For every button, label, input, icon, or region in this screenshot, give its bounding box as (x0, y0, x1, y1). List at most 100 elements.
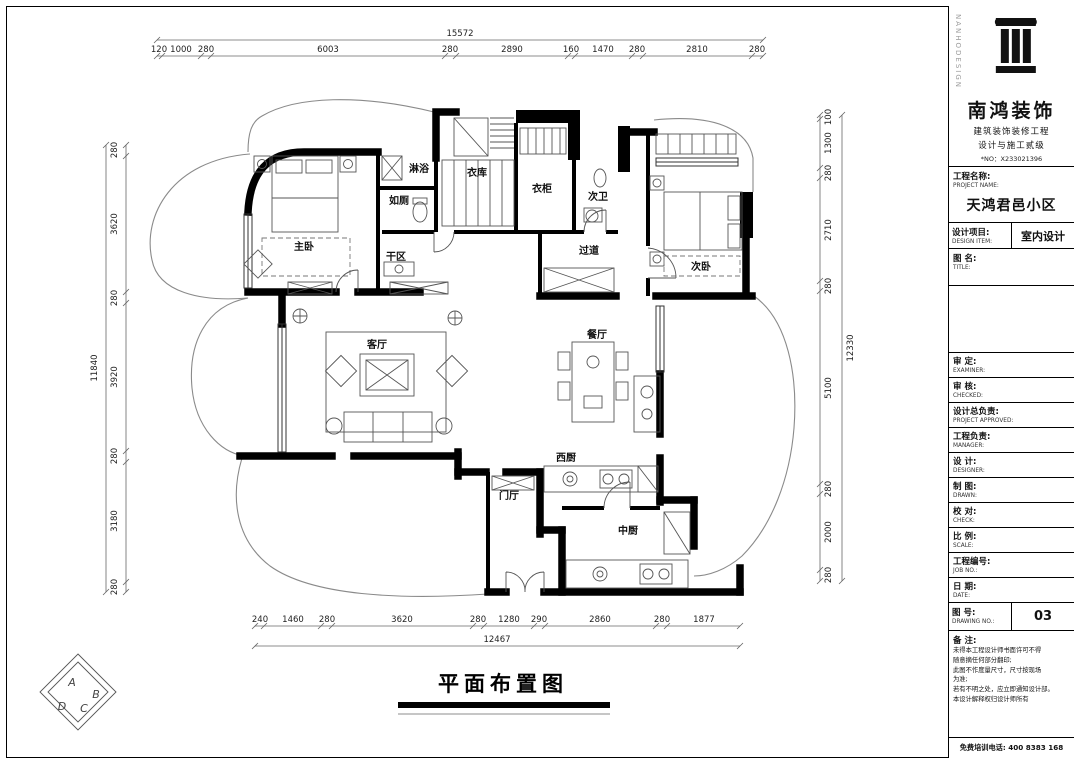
project-name-label: 工程名称: (953, 172, 991, 182)
dim-label: 1877 (693, 615, 715, 625)
exterior-boundary (149, 99, 796, 597)
dim-label: 100 (824, 109, 834, 125)
field-label: 比 例: (953, 532, 977, 542)
field-job-no: 工程编号: JOB NO.: (949, 553, 1074, 578)
brand-block: NANHODESIGN 南鸿装饰 建筑装饰装修工程 设计与施工贰级 *NO：X2… (949, 6, 1074, 167)
corner-logo: A D C B (39, 653, 117, 731)
field-drawing-title: 图 名: TITLE: (949, 249, 1074, 286)
room-label-dining-room: 餐厅 (586, 328, 607, 341)
remark-line: 本设计解释权归设计师所有 (953, 695, 1029, 703)
field-sub: DESIGNER: (953, 468, 985, 474)
dim-label: 6003 (317, 45, 339, 55)
dim-label: 160 (563, 45, 579, 55)
remark-line: 未得本工程设计师书面许可不得 (953, 647, 1042, 654)
walls-partition (376, 123, 660, 592)
drawing-title-sub: TITLE: (953, 265, 971, 271)
room-label-corridor: 过道 (579, 244, 599, 257)
dimension-labels: 15572 120 1000 280 6003 280 2890 160 147… (90, 29, 856, 645)
remark-line: 若有不明之处，应立即通知设计部。 (953, 686, 1054, 693)
dim-label: 11840 (90, 354, 100, 381)
room-label-living-room: 客厅 (366, 338, 387, 351)
dim-label: 280 (470, 615, 486, 625)
dim-label: 3180 (110, 510, 120, 532)
dim-label: 2810 (686, 45, 708, 55)
room-label-master-bedroom: 主卧 (294, 240, 314, 253)
floor-plan-drawing: 15572 120 1000 280 6003 280 2890 160 147… (39, 29, 856, 731)
dim-label: 290 (531, 615, 547, 625)
corner-logo-letter: A (67, 676, 76, 689)
room-labels: 主卧 淋浴 如厕 衣库 衣柜 次卫 次卧 干区 过道 客厅 餐厅 西厨 门厅 中… (294, 162, 711, 537)
room-label-west-kitchen: 西厨 (556, 452, 576, 464)
room-label-second-bedroom: 次卧 (691, 260, 711, 273)
dim-label: 12467 (483, 635, 510, 645)
dimension-lines (102, 36, 846, 650)
field-design-item: 设计项目: DESIGN ITEM: 室内设计 (949, 223, 1074, 249)
field-remarks: 备 注: 未得本工程设计师书面许可不得 随意摘任何部分翻印; 此图不作度量尺寸，… (949, 631, 1074, 738)
dim-label: 1000 (170, 45, 192, 55)
field-drawn: 制 图: DRAWN: (949, 478, 1074, 503)
dim-label: 280 (629, 45, 645, 55)
dim-label: 12330 (846, 334, 856, 361)
field-label: 工程负责: (953, 432, 991, 442)
dim-label: 3920 (110, 366, 120, 388)
dim-label: 280 (824, 165, 834, 181)
project-name-sub: PROJECT NAME: (953, 183, 999, 189)
design-item-sub: DESIGN ITEM: (952, 239, 993, 245)
dim-label: 1300 (824, 132, 834, 154)
room-label-wardrobe: 衣柜 (532, 182, 552, 195)
dim-label: 240 (252, 615, 268, 625)
walls-structural (236, 108, 756, 596)
dim-label: 280 (110, 448, 120, 464)
dim-label: 15572 (446, 29, 473, 39)
field-sub: DRAWN: (953, 493, 977, 499)
room-label-foyer: 门厅 (499, 489, 519, 502)
doors (335, 209, 677, 593)
field-project-approved: 设计总负责: PROJECT APPROVED: (949, 403, 1074, 428)
field-manager: 工程负责: MANAGER: (949, 428, 1074, 453)
field-examiner: 审 定: EXAMINER: (949, 353, 1074, 378)
title-block: NANHODESIGN 南鸿装饰 建筑装饰装修工程 设计与施工贰级 *NO：X2… (948, 6, 1074, 758)
room-label-closet: 衣库 (467, 166, 487, 179)
field-sub: JOB NO.: (953, 568, 978, 574)
field-sub: CHECK: (953, 518, 975, 524)
field-project-name: 工程名称: PROJECT NAME: 天鸿君邑小区 (949, 167, 1074, 223)
field-checked: 审 核: CHECKED: (949, 378, 1074, 403)
dim-label: 280 (442, 45, 458, 55)
windows (243, 157, 739, 453)
drawing-title-label: 图 名: (953, 254, 977, 264)
company-name: 南鸿装饰 (967, 100, 1056, 122)
field-designer: 设 计: DESIGNER: (949, 453, 1074, 478)
brand-vertical-text: NANHODESIGN (954, 14, 962, 90)
field-label: 校 对: (953, 507, 977, 517)
field-label: 日 期: (953, 582, 977, 592)
dim-label: 280 (110, 579, 120, 595)
field-sub: PROJECT APPROVED: (953, 418, 1014, 424)
dim-label: 280 (749, 45, 765, 55)
remark-line: 此图不作度量尺寸，尺寸按现场 (953, 666, 1042, 674)
field-label: 工程编号: (953, 557, 991, 567)
room-label-dry-area: 干区 (386, 251, 406, 263)
title-block-blank (949, 286, 1074, 353)
field-label: 审 定: (953, 357, 977, 367)
dim-label: 1460 (282, 615, 304, 625)
field-sub: DATE: (953, 593, 971, 599)
corner-logo-letter: B (92, 688, 100, 701)
company-line1: 建筑装饰装修工程 (973, 127, 1050, 137)
plan-caption: 平面布置图 (398, 672, 610, 715)
dim-label: 1470 (592, 45, 614, 55)
company-line2: 设计与施工贰级 (978, 141, 1045, 151)
drawing-no-label: 图 号: (952, 608, 976, 618)
dim-label: 280 (654, 615, 670, 625)
dim-label: 3620 (391, 615, 413, 625)
field-label: 审 核: (953, 382, 977, 392)
dim-label: 280 (198, 45, 214, 55)
field-sub: SCALE: (953, 543, 974, 549)
dim-label: 2890 (501, 45, 523, 55)
column-logo-icon (994, 18, 1037, 73)
field-check: 校 对: CHECK: (949, 503, 1074, 528)
field-label: 设计总负责: (953, 407, 999, 417)
drawing-no-sub: DRAWING NO.: (952, 619, 995, 625)
dim-label: 3620 (110, 213, 120, 235)
dim-label: 5100 (824, 377, 834, 399)
room-label-wc: 如厕 (389, 194, 409, 207)
